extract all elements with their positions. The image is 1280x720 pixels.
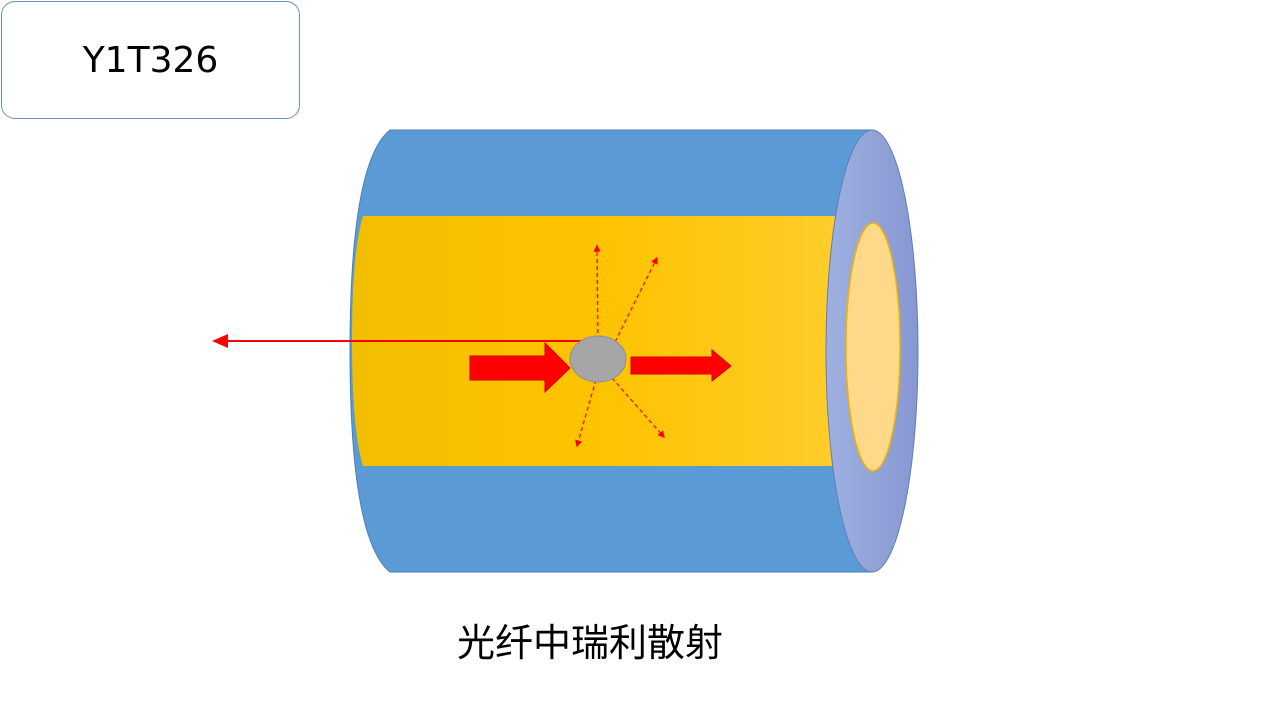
scatter-particle-icon bbox=[569, 335, 627, 383]
backscatter-arrow-head bbox=[212, 334, 228, 348]
scatter-ray-down-right bbox=[611, 377, 665, 439]
scatter-ray-down bbox=[575, 379, 597, 448]
slide-id-box: Y1T326 bbox=[1, 1, 300, 119]
scattered-rays bbox=[575, 244, 665, 448]
incident-light-arrow-icon bbox=[469, 341, 571, 394]
transmitted-light-arrow-icon bbox=[630, 348, 732, 383]
scatter-ray-up-right bbox=[611, 256, 658, 349]
fiber-end-core bbox=[845, 222, 901, 472]
scatter-ray-up bbox=[593, 244, 601, 341]
slide-id-label: Y1T326 bbox=[82, 39, 219, 81]
diagram-caption: 光纤中瑞利散射 bbox=[456, 621, 723, 665]
